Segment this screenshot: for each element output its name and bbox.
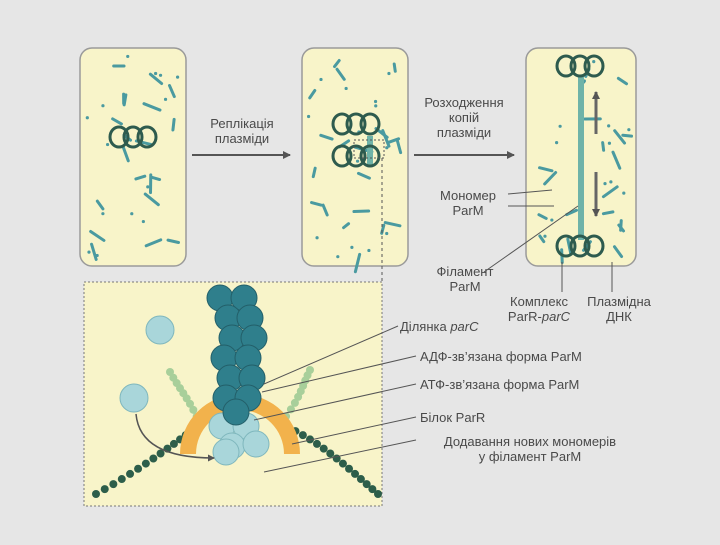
parr-protein-label: Білок ParR [420,410,660,425]
adp-parm-label: АДФ-зв’язана форма ParM [420,349,660,364]
cell-1 [80,48,186,266]
atp-parm-label: АТФ-зв’язана форма ParM [420,377,660,392]
cell-2 [302,48,408,272]
parc-site-label: Ділянка parC [400,319,600,334]
zoom-inset [84,282,382,506]
monomer-addition-label: Додавання нових мономерів у філамент Par… [412,434,648,464]
long-filament [578,76,584,240]
monomer-label: Мономер ParM [428,188,508,218]
filament-label: Філамент ParM [430,264,500,294]
free-parm-monomer [146,316,174,344]
free-parm-monomer [120,384,148,412]
replication-label: Реплікація плазміди [194,116,290,146]
cell-3 [526,48,636,266]
segregation-label: Розходження копій плазміди [412,95,516,140]
